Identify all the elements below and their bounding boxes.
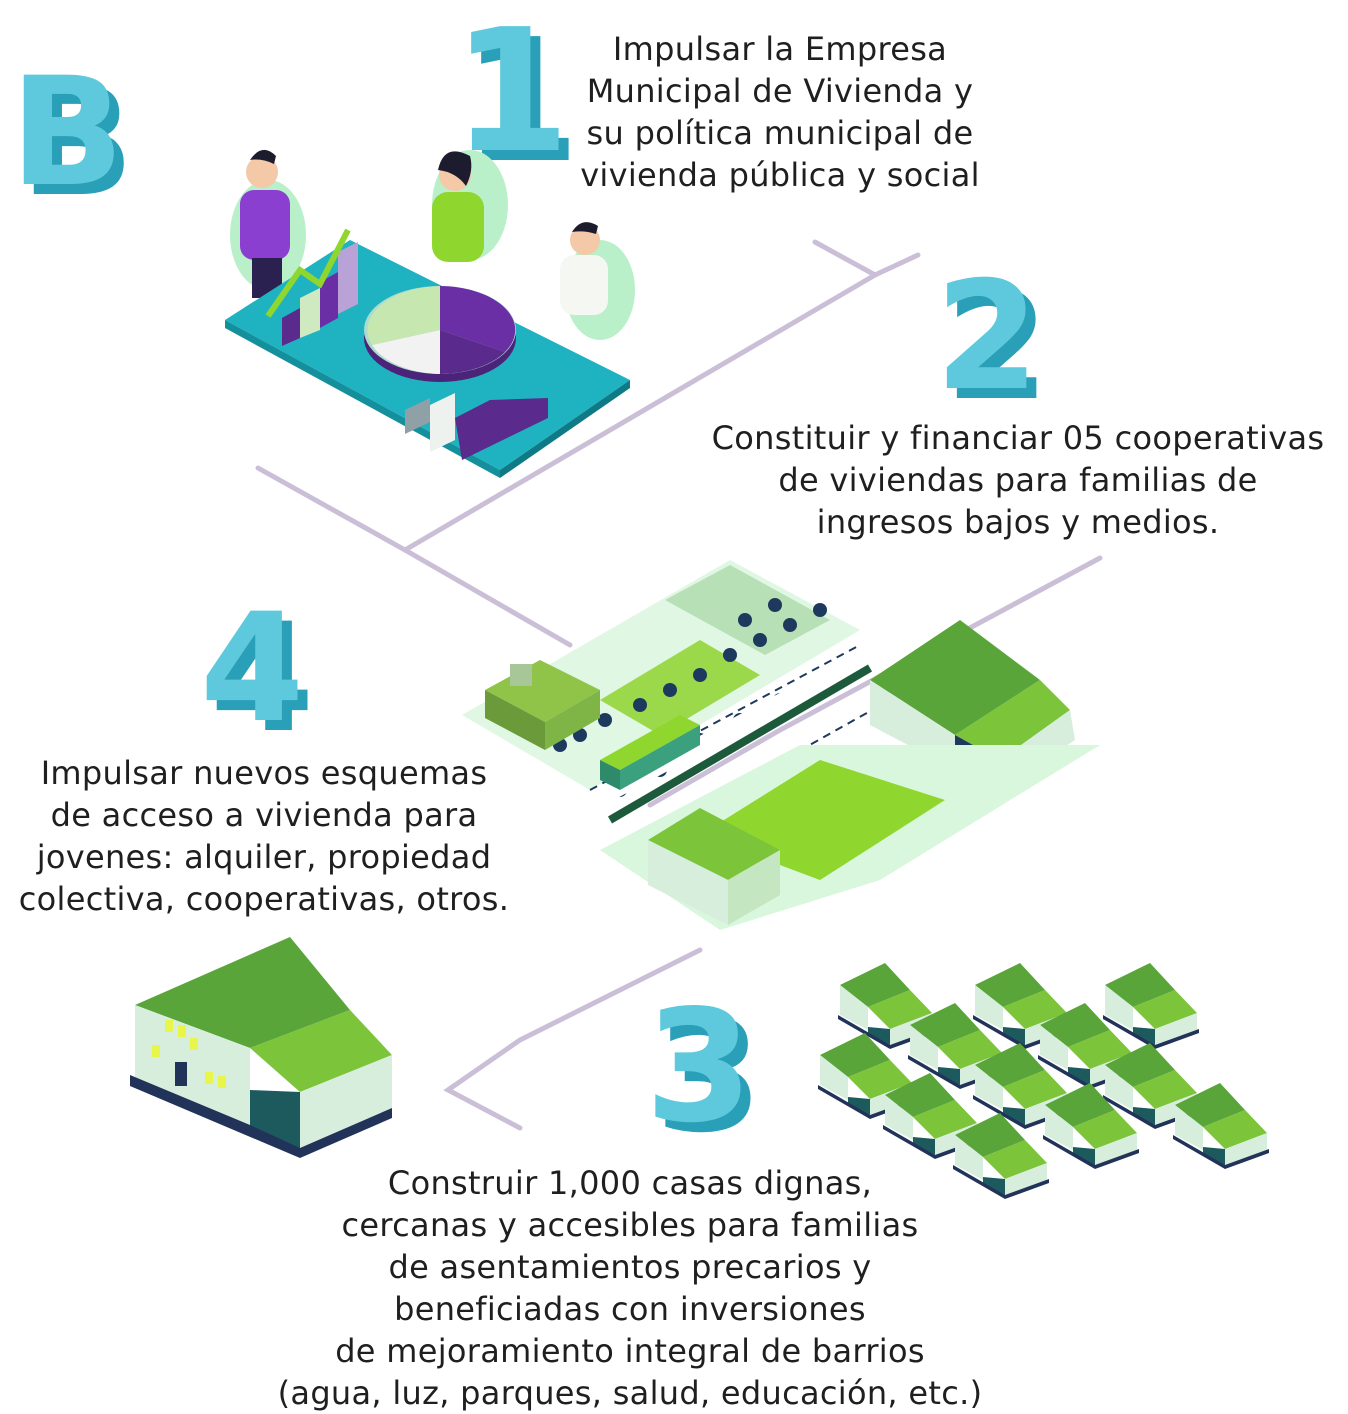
item-2-line-2: de viviendas para familias de — [778, 461, 1258, 499]
small-house — [1043, 1083, 1139, 1169]
item-3-line-4: beneficiadas con inversiones — [394, 1290, 866, 1328]
small-house — [1103, 963, 1199, 1049]
svg-text:B: B — [10, 46, 124, 220]
item-3-line-1: Construir 1,000 casas dignas, — [387, 1164, 873, 1202]
number-3: 3 3 — [645, 976, 763, 1167]
item-4-line-1: Impulsar nuevos esquemas — [40, 754, 488, 792]
small-house — [973, 963, 1069, 1049]
svg-text:3: 3 — [655, 986, 763, 1167]
item-1-line-4: vivienda pública y social — [580, 156, 980, 194]
small-house — [1173, 1083, 1269, 1169]
item-1-line-2: Municipal de Vivienda y — [586, 72, 974, 110]
item-1-line-3: su política municipal de — [586, 114, 974, 152]
person-green — [432, 151, 484, 262]
section-letter-b: B B — [10, 46, 134, 230]
item-3-line-2: cercanas y accesibles para familias — [341, 1206, 919, 1244]
number-2: 2 2 — [935, 250, 1049, 434]
item-3-line-6: (agua, luz, parques, salud, educación, e… — [277, 1374, 983, 1412]
person-purple — [240, 149, 290, 298]
item-4-line-3: jovenes: alquiler, propiedad — [36, 838, 492, 876]
item-3-text: Construir 1,000 casas dignas, cercanas y… — [240, 1162, 1020, 1414]
single-house-illustration — [130, 937, 392, 1158]
small-house — [973, 1043, 1069, 1129]
person-white — [560, 222, 608, 315]
item-1-text: Impulsar la Empresa Municipal de Viviend… — [560, 28, 1000, 196]
item-4-text: Impulsar nuevos esquemas de acceso a viv… — [0, 752, 528, 920]
city-block-illustration — [462, 560, 1100, 930]
item-4-line-2: de acceso a vivienda para — [50, 796, 478, 834]
svg-text:2: 2 — [945, 260, 1049, 434]
item-1-line-1: Impulsar la Empresa — [612, 30, 948, 68]
connector-lines — [255, 239, 1103, 1131]
item-4-line-4: colectiva, cooperativas, otros. — [18, 880, 510, 918]
housing-cluster-illustration — [818, 963, 1269, 1199]
item-2-text: Constituir y financiar 05 cooperativas d… — [688, 417, 1348, 543]
item-2-line-1: Constituir y financiar 05 cooperativas — [711, 419, 1325, 457]
svg-text:2: 2 — [935, 250, 1039, 424]
svg-text:3: 3 — [645, 976, 753, 1157]
svg-text:4: 4 — [210, 592, 314, 766]
item-3-line-3: de asentamientos precarios y — [388, 1248, 872, 1286]
number-4: 4 4 — [200, 582, 314, 766]
meeting-table-illustration — [225, 149, 635, 478]
svg-text:B: B — [20, 56, 134, 230]
item-3-line-5: de mejoramiento integral de barrios — [335, 1332, 925, 1370]
small-house — [953, 1113, 1049, 1199]
item-2-line-3: ingresos bajos y medios. — [816, 503, 1220, 541]
svg-text:4: 4 — [200, 582, 304, 756]
